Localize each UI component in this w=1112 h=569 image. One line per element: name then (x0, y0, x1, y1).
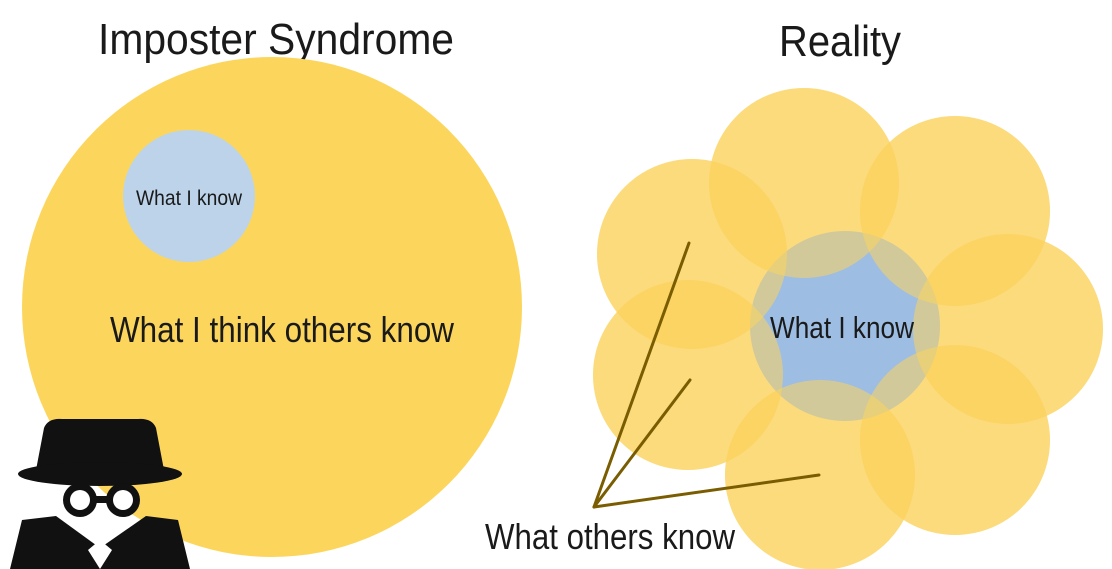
pointer-line-middle (592, 378, 692, 509)
pointer-line-lower (592, 473, 821, 509)
imposter-syndrome-panel: Imposter Syndrome What I know What I thi… (10, 15, 522, 569)
what-i-know-small-label: What I know (136, 187, 243, 210)
what-i-think-others-know-label: What I think others know (110, 309, 455, 350)
what-others-know-label: What others know (485, 516, 736, 557)
imposter-title: Imposter Syndrome (98, 15, 454, 64)
what-i-know-small-circle (123, 130, 255, 262)
spy-incognito-icon (10, 418, 190, 569)
pointer-lines (592, 241, 821, 509)
reality-panel: Reality What I know (485, 17, 1103, 569)
pointer-line-upper (592, 241, 691, 509)
reality-title: Reality (779, 17, 901, 66)
what-i-know-center-label: What I know (770, 310, 915, 345)
center-overlap-petals (593, 88, 1103, 569)
